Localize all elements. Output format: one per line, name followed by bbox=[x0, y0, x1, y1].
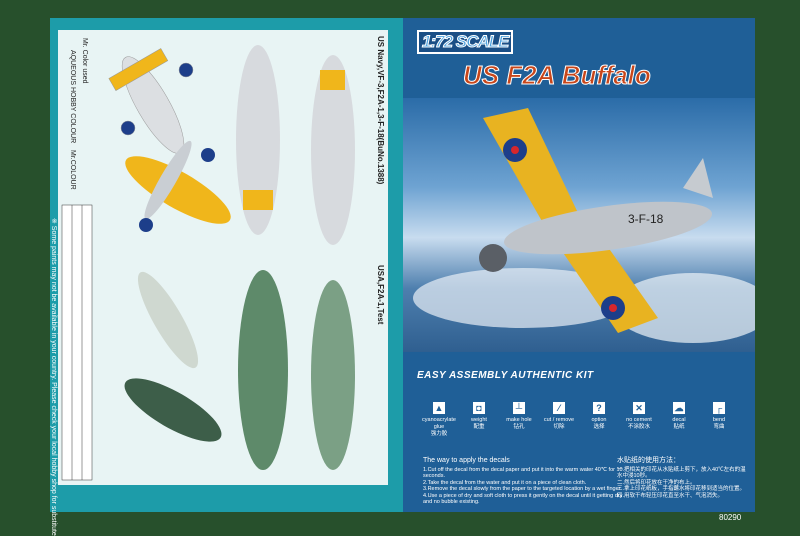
side-view-camo-1 bbox=[238, 270, 288, 470]
product-title: US F2A Buffalo bbox=[463, 60, 652, 91]
legend-en: decal bbox=[672, 417, 686, 423]
legend-cn: 弯曲 bbox=[713, 424, 725, 430]
cn-step: 四.用软干布轻压印花直至水干、气泡消失。 bbox=[617, 492, 724, 499]
legend-cn: 不涂胶水 bbox=[627, 424, 650, 430]
color-used-label: Mr. Color used bbox=[81, 38, 88, 84]
legend-cn: 贴纸 bbox=[673, 424, 685, 430]
top-view-silver bbox=[108, 48, 194, 154]
box-front: 1:72 SCALE US F2A Buffalo 3-F-18 EASY AS… bbox=[403, 18, 773, 522]
mr-colour-label: Mr.COLOUR bbox=[69, 150, 76, 190]
decals-title: The way to apply the decals bbox=[423, 457, 510, 464]
decal-step: 4.Use a piece of dry and soft cloth to p… bbox=[423, 492, 623, 506]
scheme2-label: USA,F2A-1,Test bbox=[376, 265, 385, 325]
scale-badge: 1:72 SCALE bbox=[417, 30, 514, 54]
cn-step: 二.然后将印花放在干净的布上。 bbox=[617, 479, 696, 486]
bottom-view-yellow bbox=[125, 140, 231, 232]
aqueous-label: AQUEOUS HOBBY COLOUR bbox=[69, 50, 76, 144]
scheme1-label: US Navy,VF-3,F2A-1,3-F-18(BuNo.1388) bbox=[376, 36, 385, 185]
cn-step: 三.拿上印花纸板，手指蘸水将印花移到适当的位置。 bbox=[617, 486, 746, 492]
legend-cn: 强力胶 bbox=[430, 431, 448, 437]
glue-icon: ▲ bbox=[433, 402, 445, 414]
paint-table bbox=[61, 204, 93, 481]
cn-title: 水贴纸的使用方法： bbox=[617, 457, 680, 464]
decal-step: 1.Cut off the decal from the decal paper… bbox=[423, 466, 623, 480]
decal-step: 3.Remove the decal slowly from the paper… bbox=[423, 486, 622, 492]
legend-en: weight bbox=[471, 417, 487, 423]
drill-icon: ┴ bbox=[513, 402, 525, 414]
legend-en: cut / remove bbox=[543, 417, 575, 423]
decal-instructions-en: The way to apply the decals 1.Cut off th… bbox=[423, 457, 623, 506]
weight-icon: ◘ bbox=[473, 402, 485, 414]
aircraft-marking: 3-F-18 bbox=[628, 212, 664, 226]
decal-instructions-cn: 水贴纸的使用方法： 一.把相关的印花从水贴纸上剪下，放入40℃左右的温水中浸10… bbox=[617, 457, 747, 499]
decal-step: 2.Take the decal from the water and put … bbox=[423, 479, 587, 486]
legend-en: bend bbox=[712, 417, 726, 423]
question-icon: ? bbox=[593, 402, 605, 414]
side-view-silver-1 bbox=[236, 45, 280, 235]
legend-en: cyanoacrylate glue bbox=[422, 417, 456, 430]
paint-note: ※ Some paints may not be available in yo… bbox=[50, 218, 57, 536]
top-view-camo bbox=[137, 271, 199, 369]
legend-en: option bbox=[591, 417, 607, 423]
decal-icon: ☁ bbox=[673, 402, 685, 414]
instruction-panel: US Navy,VF-3,F2A-1,3-F-18(BuNo.1388) USA… bbox=[50, 18, 403, 536]
product-code: 80290 bbox=[719, 513, 742, 522]
x-icon: ✕ bbox=[633, 402, 645, 414]
tagline: EASY ASSEMBLY AUTHENTIC KIT bbox=[417, 370, 594, 381]
legend-cn: 切除 bbox=[553, 424, 565, 430]
aircraft-profiles bbox=[61, 45, 355, 481]
legend-en: no cement bbox=[626, 417, 652, 423]
legend-cn: 选择 bbox=[593, 424, 605, 430]
bottom-view-camo bbox=[124, 378, 222, 442]
painting-guide-sheet: US Navy,VF-3,F2A-1,3-F-18(BuNo.1388) USA… bbox=[58, 30, 388, 485]
legend-en: make hole bbox=[506, 417, 532, 423]
bend-icon: ┌ bbox=[713, 402, 725, 414]
cut-icon: ⁄ bbox=[553, 402, 565, 414]
legend-cn: 配重 bbox=[473, 424, 485, 430]
side-view-silver-2 bbox=[311, 55, 355, 245]
side-view-camo-2 bbox=[311, 280, 355, 470]
box-art-image: 3-F-18 bbox=[403, 98, 773, 352]
legend-cn: 钻孔 bbox=[513, 424, 525, 430]
cn-step: 一.把相关的印花从水贴纸上剪下，放入40℃左右的温水中浸10秒。 bbox=[617, 466, 746, 480]
